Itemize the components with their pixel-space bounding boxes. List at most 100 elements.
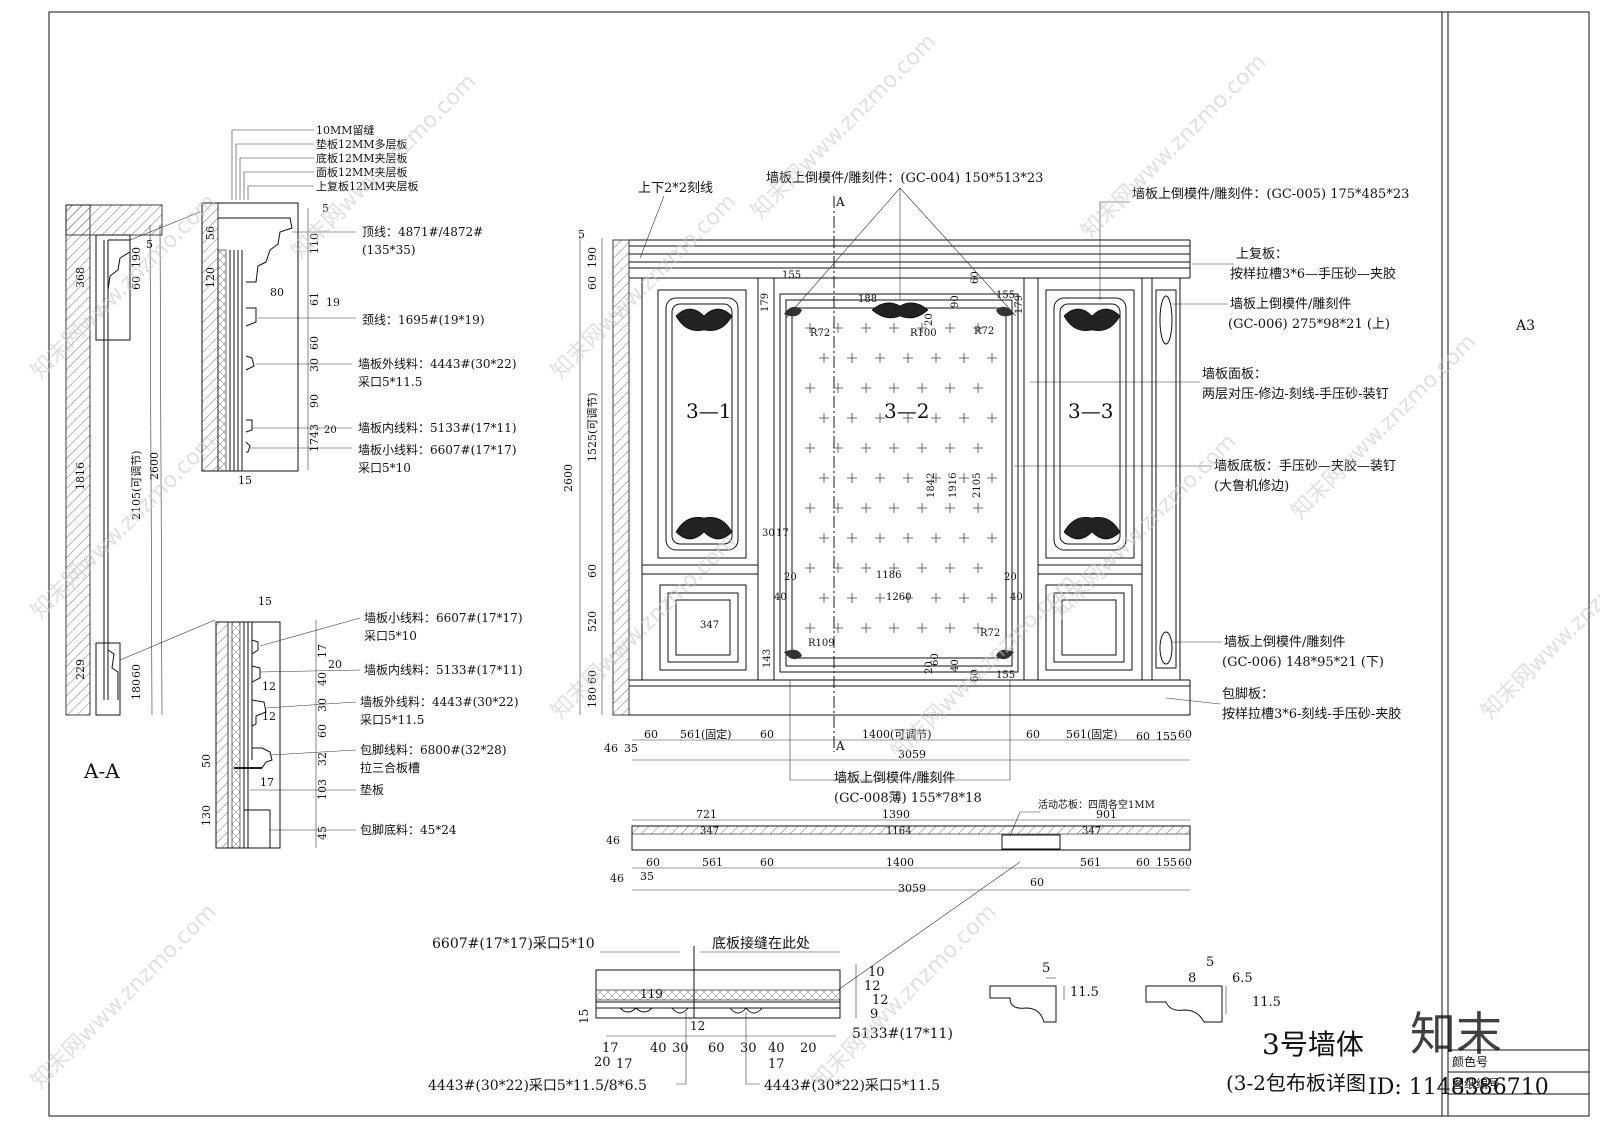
detail-bottom-dim: 103 <box>316 779 329 800</box>
detail-top-dim: 80 <box>270 286 284 299</box>
elev-dim: 20 <box>1004 572 1017 583</box>
tuft-mark <box>889 503 899 513</box>
layer-label: 上复板12MM夹层板 <box>316 179 419 193</box>
elev-dim: 1916 <box>948 473 959 498</box>
profile-dim: 11.5 <box>1252 995 1281 1010</box>
section-aa-wall-top <box>65 204 163 236</box>
titleblock-number-label: 图纸编号 <box>1452 1076 1500 1091</box>
section-aa-dim: 5 <box>146 238 153 251</box>
elev-total: 3059 <box>898 748 926 761</box>
elev-dim: R72 <box>810 328 830 339</box>
tuft-mark <box>903 413 913 423</box>
tuft-mark <box>973 623 983 633</box>
detail-top-dim: 30 <box>308 358 321 372</box>
tuft-mark <box>903 353 913 363</box>
tuft-mark <box>959 593 969 603</box>
tuft-mark <box>945 443 955 453</box>
elev-dim: 60 <box>970 271 981 284</box>
tuft-mark <box>987 473 997 483</box>
plan-dim: 46 <box>606 834 620 847</box>
elev-dim: 20 <box>784 572 797 583</box>
elev-dim: 143 <box>762 649 773 668</box>
section-aa-label: A-A <box>83 759 120 783</box>
tuft-mark <box>889 623 899 633</box>
tuft-mark <box>861 383 871 393</box>
layer-label: 面板12MM夹层板 <box>316 165 408 179</box>
profile-dim: 5 <box>1042 961 1050 976</box>
tuft-mark <box>931 593 941 603</box>
elev-dim: 520 <box>586 611 599 632</box>
detail-top-dim: 90 <box>308 394 321 408</box>
detail-bottom-dim: 12 <box>262 680 276 693</box>
elev-dim: 40 <box>774 592 787 603</box>
detail-bottom-dim: 45 <box>316 826 329 840</box>
profile-a <box>989 985 1057 1023</box>
joint-label: 底板接缝在此处 <box>712 935 810 952</box>
callout: 按样拉槽3*6-刻线-手压砂-夹胶 <box>1222 706 1401 722</box>
panel-lower-right <box>1045 584 1133 671</box>
plan-dim: 60 <box>1136 856 1150 869</box>
panel-3-1 <box>657 289 747 559</box>
elev-dim-bottom: 60 <box>1178 728 1192 741</box>
plan-dim: 60 <box>760 856 774 869</box>
panel-3-3 <box>1045 289 1135 559</box>
tuft-mark <box>805 563 815 573</box>
section-aa-dim: 1816 <box>74 462 87 490</box>
profile-dim: 5 <box>1206 955 1214 970</box>
callout: (大鲁机修边) <box>1214 479 1289 494</box>
detail-bottom-dim: 17 <box>260 776 274 789</box>
joint-dim: 17 <box>768 1057 785 1072</box>
callout: 墙板小线料：6607#(17*17) <box>364 611 523 625</box>
tuft-mark <box>819 593 829 603</box>
elev-dim-bottom: 60 <box>1026 728 1040 741</box>
tuft-mark <box>959 353 969 363</box>
elev-dim: 60 <box>586 564 599 578</box>
profile-b <box>1145 985 1223 1023</box>
carving-gc006-bottom <box>1159 631 1173 665</box>
elev-dim: 60 <box>586 670 599 684</box>
plan-dim: 347 <box>1082 826 1101 837</box>
tuft-mark <box>875 473 885 483</box>
elev-dim: 179 <box>760 293 771 312</box>
tufting-grid <box>805 323 997 633</box>
detail-top-dim: 61 <box>308 292 321 306</box>
layer-label: 垫板12MM多层板 <box>316 137 408 151</box>
joint-label: 4443#(30*22)采口5*11.5 <box>764 1078 940 1094</box>
elev-dim-bottom: 35 <box>624 742 638 755</box>
elev-dim-bottom: 60 <box>1136 730 1150 743</box>
watermark-text: 知末网www.znzmo.com <box>27 429 222 624</box>
elev-dim: 40 <box>950 659 961 672</box>
tuft-mark <box>917 443 927 453</box>
elev-dim: 20 <box>924 661 935 674</box>
elev-dim: 1260 <box>886 592 911 603</box>
elevation-wall <box>612 239 630 716</box>
tuft-mark <box>987 533 997 543</box>
detail-top-dim: 19 <box>326 296 340 309</box>
detail-bottom-dim: 15 <box>258 595 272 608</box>
elev-dim-bottom: 561(固定) <box>680 727 732 741</box>
plan-dim: 901 <box>1096 808 1117 821</box>
tuft-mark <box>833 503 843 513</box>
section-aa: 368 1816 229 60 190 2105(可调节) 2600 180 6… <box>65 204 216 783</box>
detail-top-dim: 110 <box>308 233 321 254</box>
callout: 包脚板： <box>1222 686 1274 702</box>
callout: 墙板面板： <box>1202 367 1267 382</box>
tuft-mark <box>917 503 927 513</box>
detail-top-dim: 15 <box>238 474 252 487</box>
panel-label: 3—3 <box>1068 399 1113 423</box>
callout: 墙板小线料：6607#(17*17) <box>358 443 517 457</box>
tuft-mark <box>973 323 983 333</box>
joint-label: 5133#(17*11) <box>852 1026 953 1042</box>
joint-dim: 10 <box>868 965 885 980</box>
elev-dim: 2600 <box>562 464 575 492</box>
tuft-mark <box>987 593 997 603</box>
callout: 采口5*11.5 <box>360 713 424 727</box>
joint-dim: 12 <box>690 1019 705 1033</box>
callout: 墙板底板：手压砂—夹胶—装钉 <box>1214 458 1396 474</box>
tuft-mark <box>903 593 913 603</box>
elev-dim: R109 <box>808 638 835 649</box>
joint-detail: 6607#(17*17)采口5*10 底板接缝在此处 119 12 15 10 … <box>428 861 1021 1094</box>
tuft-mark <box>805 503 815 513</box>
panel-label: 3—1 <box>686 399 731 423</box>
